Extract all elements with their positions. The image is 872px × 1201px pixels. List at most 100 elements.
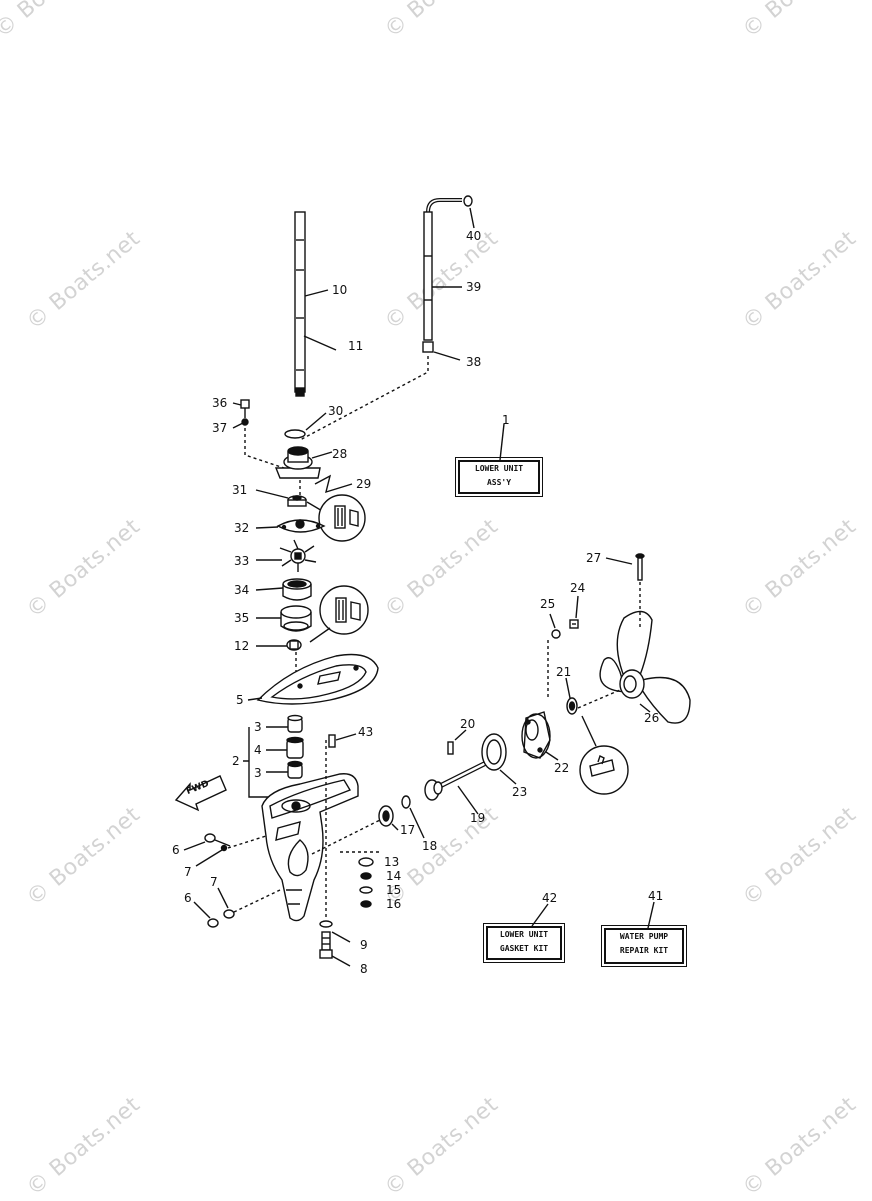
thrust-washer[interactable] [566,697,578,715]
nut-25[interactable] [551,629,561,639]
impeller[interactable] [279,539,317,572]
lower-unit-assy-line2: ASS'Y [486,478,512,487]
leader-36 [232,402,242,406]
leader-5 [247,697,263,701]
callout-34: 34 [234,583,249,597]
insert-cartridge[interactable] [287,495,307,507]
callout-labels: 1 2 3 4 3 5 6 7 7 6 8 9 10 11 12 13 14 1… [172,229,663,976]
lower-unit-assy-line1: LOWER UNIT [474,464,524,473]
callout-3: 3 [254,766,262,780]
callout-21: 21 [556,665,571,679]
screw-16[interactable] [360,900,372,908]
bearing-17[interactable] [378,805,394,827]
callout-17: 17 [400,823,415,837]
bolt-36[interactable] [240,399,250,426]
washer-9[interactable] [319,920,333,928]
sleeve[interactable] [286,736,304,759]
key[interactable] [286,639,302,651]
leader-30 [305,412,327,431]
pump-housing[interactable] [274,446,321,479]
bolt-8[interactable] [319,931,333,959]
gasket-23[interactable] [481,733,507,771]
lower-unit-assy-box[interactable]: LOWER UNIT ASS'Y [455,457,543,497]
lower-unit-gasket-kit-box[interactable]: LOWER UNIT GASKET KIT [483,923,565,963]
callout-24: 24 [570,581,585,595]
o-ring[interactable] [284,429,306,439]
leader-27 [605,557,633,565]
callout-9: 9 [360,938,368,952]
callout-23: 23 [512,785,527,799]
callout-29: 29 [356,477,371,491]
washer-15[interactable] [359,886,373,894]
water-pump-kit-line1: WATER PUMP [619,932,669,941]
leader-40 [469,207,475,229]
bolt-center-line [244,428,291,471]
leader-21 [565,677,571,699]
leader-6-lower [193,901,211,919]
washer-13[interactable] [358,857,374,867]
callout-35: 35 [234,611,249,625]
leader-8 [331,955,351,967]
tube-center-line [299,356,429,441]
callout-6: 6 [172,843,180,857]
washer-18[interactable] [401,795,411,809]
callout-4: 4 [254,743,262,757]
leader-20 [454,729,467,741]
leader-18 [409,807,425,839]
callout-27: 27 [586,551,601,565]
callout-43: 43 [358,725,373,739]
drive-shaft[interactable] [294,211,306,397]
callout-12: 12 [234,639,249,653]
outer-plate[interactable] [276,519,326,533]
callout-2: 2 [232,754,240,768]
lower-casing-cap[interactable] [521,711,551,759]
cotter-24[interactable] [569,619,579,629]
leader-7-upper [195,849,223,867]
propeller[interactable] [599,610,691,724]
leader-6-upper [183,841,206,851]
detail-link-right [581,715,597,747]
shear-pin[interactable] [447,741,454,755]
leader-29 [314,474,353,494]
bolt-6-upper[interactable] [204,833,231,847]
bushing-upper[interactable] [287,714,303,733]
fwd-arrow [174,775,227,812]
cartridge[interactable] [280,605,312,632]
leader-26 [639,703,651,713]
leader-24 [575,595,579,619]
gasket[interactable] [256,653,379,705]
bracket-2 [243,727,274,798]
callout-7: 7 [184,865,192,879]
callout-20: 20 [460,717,475,731]
callout-28: 28 [332,447,347,461]
lower-casing[interactable] [261,773,359,922]
bolt-6-lower[interactable] [207,909,235,928]
callout-15: 15 [386,883,401,897]
callout-36: 36 [212,396,227,410]
leader-17 [391,823,399,831]
leader-19 [457,785,479,815]
callout-13: 13 [384,855,399,869]
leader-10 [304,289,329,297]
bushing-lower[interactable] [287,760,303,779]
leader-25 [549,613,556,629]
callout-33: 33 [234,554,249,568]
housing-liner[interactable] [282,578,312,601]
gasket-kit-line2: GASKET KIT [499,944,549,953]
leader-38 [433,351,461,361]
callout-22: 22 [554,761,569,775]
water-tube[interactable] [422,195,473,353]
leader-37 [232,422,244,429]
leader-1 [499,423,505,461]
washer-7-upper[interactable] [220,844,228,852]
dowel-pin[interactable] [328,734,336,748]
water-pump-repair-kit-box[interactable]: WATER PUMP REPAIR KIT [601,925,687,967]
detail-circle-upper [318,494,366,542]
nut-14[interactable] [360,872,372,880]
callout-25: 25 [540,597,555,611]
leader-43 [335,733,357,741]
callout-30: 30 [328,404,343,418]
bolt-27[interactable] [635,553,645,581]
callout-38: 38 [466,355,481,369]
